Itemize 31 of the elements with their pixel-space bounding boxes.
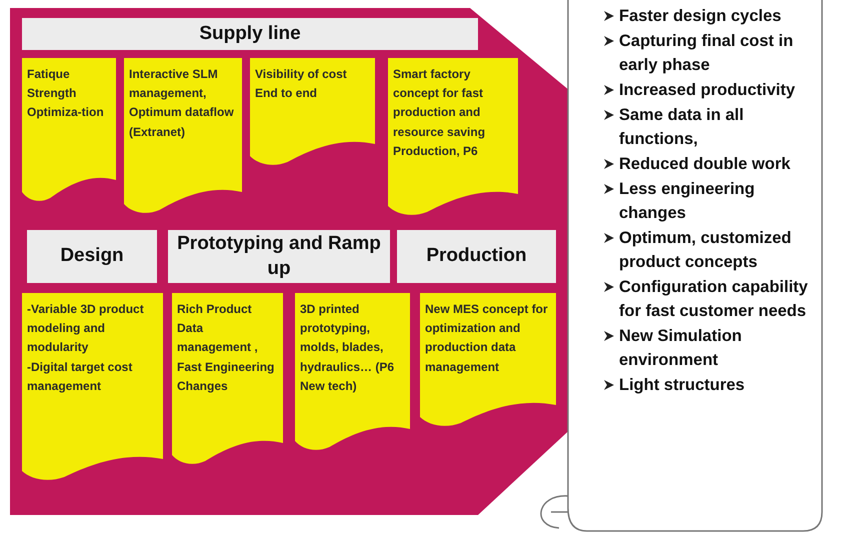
list-item: Faster design cycles [619,6,782,27]
note-text: Fatique Strength Optimiza-tion [27,66,105,122]
note-text: Interactive SLM management, Optimum dataflow (Extranet) [129,66,235,141]
scroll-panel [567,0,823,532]
note-text: Smart factory concept for fast production and resource saving Production, P6 [393,66,486,160]
section-heading: Prototyping and Ramp up [168,230,390,283]
section-heading: Supply line [22,18,478,50]
section-heading: Design [27,230,157,283]
list-item: Increased productivity [619,80,796,101]
list-item: Capturing final cost in early phase [619,31,794,76]
sticky-note [388,58,518,216]
sticky-note [172,293,283,465]
sticky-note [124,58,242,214]
list-item: Less engineering changes [619,179,756,224]
note-text: Visibility of cost End to end [255,66,348,102]
list-item: Light structures [619,375,745,396]
note-text: Rich Product Data management , Fast Engineering Changes [177,301,276,395]
sticky-note [295,293,410,451]
note-text: -Digital target cost management [27,358,134,395]
list-item: Configuration capability for fast customer needs [619,277,809,322]
sticky-note [22,58,116,202]
sticky-note [22,293,163,481]
note-text: 3D printed prototyping, molds, blades, hydraulics… (P6 New tech) [300,301,396,395]
list-item: Same data in all functions, [619,105,745,150]
note-text: -Variable 3D product modeling and modularity [27,301,145,356]
list-item: Optimum, customized product concepts [619,228,792,273]
note-text: New MES concept for optimization and production data management [425,301,549,376]
sticky-note [250,58,375,166]
list-item: New Simulation environment [619,326,743,371]
section-heading: Production [397,230,556,283]
list-item: Reduced double work [619,154,790,175]
